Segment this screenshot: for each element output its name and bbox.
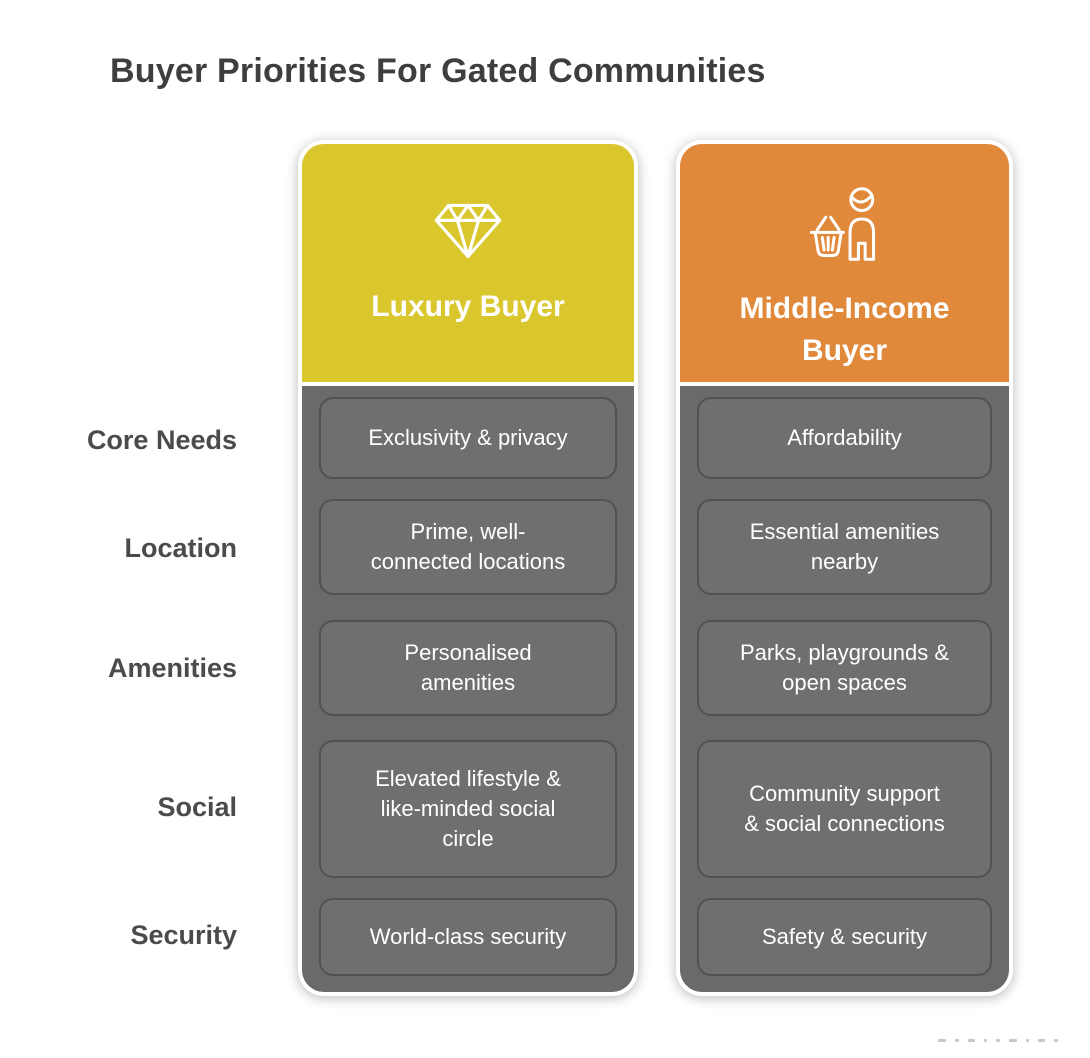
- watermark-marks: [938, 1036, 1088, 1044]
- luxury-buyer-column: Luxury Buyer Exclusivity & privacy Prime…: [298, 140, 638, 996]
- cell-luxury-core-needs: Exclusivity & privacy: [319, 397, 617, 479]
- middle-income-buyer-column: Middle-Income Buyer Affordability Essent…: [676, 140, 1013, 996]
- cell-middle-core-needs: Affordability: [697, 397, 992, 479]
- shopper-basket-icon: [809, 187, 875, 261]
- row-label-security: Security: [130, 920, 237, 950]
- page-title: Buyer Priorities For Gated Communities: [110, 52, 766, 90]
- cell-middle-social: Community support & social connections: [697, 740, 992, 878]
- middle-income-buyer-header: Middle-Income Buyer: [680, 144, 1009, 382]
- luxury-buyer-header: Luxury Buyer: [302, 144, 634, 382]
- luxury-buyer-title: Luxury Buyer: [371, 290, 565, 323]
- cell-middle-location: Essential amenities nearby: [697, 499, 992, 595]
- middle-income-buyer-title: Middle-Income Buyer: [739, 292, 950, 367]
- cell-luxury-social: Elevated lifestyle & like-minded social …: [319, 740, 617, 878]
- cell-luxury-amenities: Personalised amenities: [319, 620, 617, 716]
- diamond-icon: [434, 203, 502, 259]
- cell-luxury-security: World-class security: [319, 898, 617, 976]
- row-label-core-needs: Core Needs: [86, 425, 237, 455]
- row-label-location: Location: [124, 533, 238, 563]
- cell-luxury-location: Prime, well- connected locations: [319, 499, 617, 595]
- row-label-social: Social: [157, 792, 237, 822]
- cell-middle-amenities: Parks, playgrounds & open spaces: [697, 620, 992, 716]
- cell-middle-security: Safety & security: [697, 898, 992, 976]
- row-label-amenities: Amenities: [107, 653, 237, 683]
